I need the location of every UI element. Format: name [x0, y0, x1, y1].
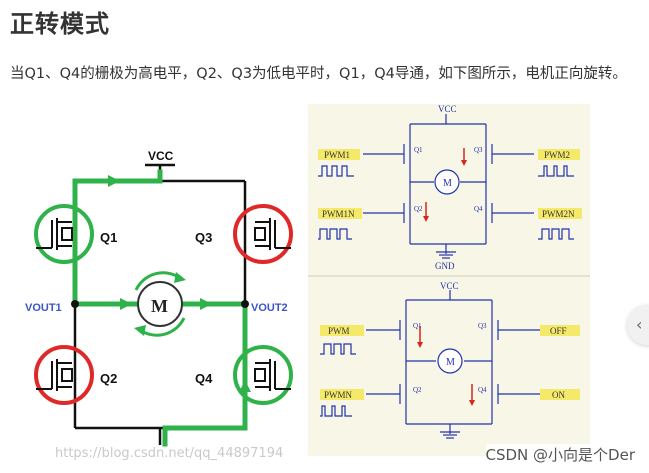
- motor-label: M: [151, 296, 168, 316]
- tag-on: ON: [552, 390, 565, 400]
- q3-label: Q3: [195, 230, 212, 245]
- schematic-q2-bottom: Q2: [413, 386, 422, 394]
- vcc-label: VCC: [148, 149, 174, 163]
- q1-label: Q1: [100, 230, 117, 245]
- schematic-vcc-top: VCC: [438, 104, 457, 114]
- vout2-label: VOUT2: [251, 302, 288, 314]
- schematic-q1-bottom: Q1: [413, 322, 422, 330]
- csdn-credit: CSDN @小向是个Der: [485, 444, 635, 465]
- side-float-button[interactable]: ‹: [627, 305, 649, 345]
- schematic-gnd-top: GND: [435, 261, 455, 271]
- motor-symbol: [134, 271, 186, 337]
- tag-pwm: PWM: [328, 326, 350, 336]
- page-title: 正转模式: [10, 10, 110, 38]
- schematic-q4-top: Q4: [474, 205, 483, 213]
- tag-pwm2: PWM2: [544, 150, 570, 160]
- tag-pwm1: PWM1: [324, 150, 350, 160]
- schematic-q1-top: Q1: [414, 146, 423, 154]
- schematic-q4-bottom: Q4: [478, 386, 487, 394]
- vout1-label: VOUT1: [25, 302, 62, 314]
- tag-pwmn: PWMN: [324, 390, 353, 400]
- q4-label: Q4: [195, 371, 213, 386]
- tag-off: OFF: [550, 326, 567, 336]
- tag-pwm2n: PWM2N: [542, 209, 575, 219]
- schematic-motor-bottom: M: [446, 357, 455, 368]
- chevron-left-icon: ‹: [636, 315, 643, 334]
- schematic-vcc-bottom: VCC: [440, 281, 459, 291]
- url-watermark: https://blog.csdn.net/qq_44897194: [55, 446, 284, 461]
- h-bridge-diagram: VCC Q1 Q3 Q2 Q4 VOUT1 VOUT2 M: [25, 149, 293, 447]
- schematic-q2-top: Q2: [414, 205, 423, 213]
- schematic-motor-top: M: [443, 178, 452, 189]
- schematic-q3-bottom: Q3: [478, 322, 487, 330]
- tag-pwm1n: PWM1N: [322, 209, 355, 219]
- body-paragraph: 当Q1、Q4的栅极为高电平，Q2、Q3为低电平时，Q1，Q4导通，如下图所示，电…: [10, 66, 627, 82]
- schematic-q3-top: Q3: [474, 146, 483, 154]
- pwm-schematic-diagram: VCC GND VCC Q1 Q3 Q2 Q4 Q1 Q3 Q2 Q4 M M …: [308, 104, 590, 456]
- q2-label: Q2: [100, 371, 117, 386]
